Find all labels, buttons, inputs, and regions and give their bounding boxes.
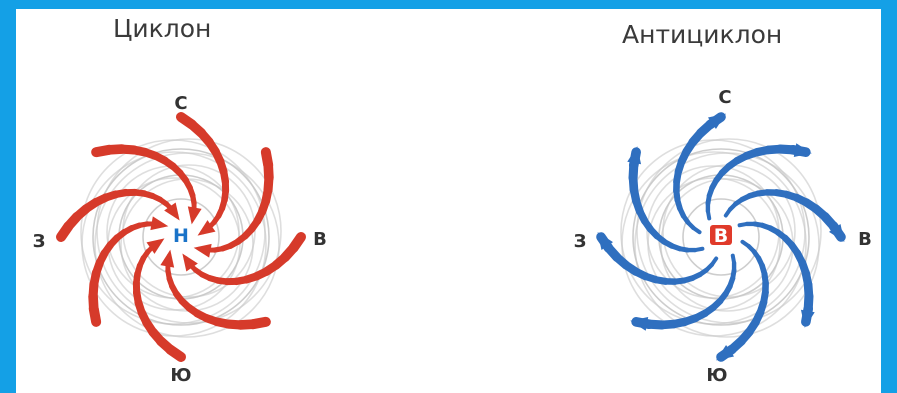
wind-arrow-head — [146, 238, 165, 254]
wind-arrow-head — [716, 344, 735, 361]
wind-arrow-head — [597, 232, 614, 251]
cyclone-title: Циклон — [113, 14, 212, 43]
cyclone-west-label: З — [32, 231, 46, 252]
wind-arrow-head — [800, 309, 815, 328]
wind-arrow-head — [164, 202, 180, 221]
anticyclone-center-label: В — [714, 225, 728, 247]
isobar-ring — [92, 148, 270, 326]
isobar-ring — [682, 198, 760, 276]
wind-arrow-head — [197, 220, 216, 236]
wind-arrow-head — [828, 223, 845, 242]
anticyclone-east-label: В — [858, 229, 872, 250]
wind-arrow-head — [193, 243, 212, 258]
anticyclone-wind-arrows — [596, 112, 846, 362]
wind-arrow-head — [182, 253, 198, 272]
cyclone-east-label: В — [313, 229, 327, 250]
wind-arrow-head — [707, 113, 726, 130]
anticyclone-south-label: Ю — [706, 365, 728, 386]
isobar-ring — [634, 152, 820, 338]
isobar-ring — [632, 148, 810, 326]
cyclone-north-label: С — [174, 93, 188, 114]
wind-arrow-head — [793, 143, 812, 158]
isobar-ring — [94, 152, 280, 338]
wind-arrow-head — [187, 206, 202, 225]
wind-arrow-head — [630, 316, 649, 331]
cyclone-south-label: Ю — [170, 365, 192, 386]
isobar-ring — [620, 139, 806, 325]
anticyclone-north-label: С — [718, 87, 732, 108]
cyclone-wind-arrows — [56, 112, 306, 362]
anticyclone-west-label: З — [573, 231, 587, 252]
wind-arrow-head — [627, 146, 642, 165]
anticyclone-title: Антициклон — [622, 20, 783, 49]
anticyclone-center-badge — [710, 225, 732, 245]
isobar-ring — [80, 139, 266, 325]
wind-arrow-head — [160, 249, 175, 268]
cyclone-center-label: Н — [173, 225, 189, 247]
wind-arrow-head — [150, 216, 169, 231]
isobar-ring — [142, 198, 220, 276]
